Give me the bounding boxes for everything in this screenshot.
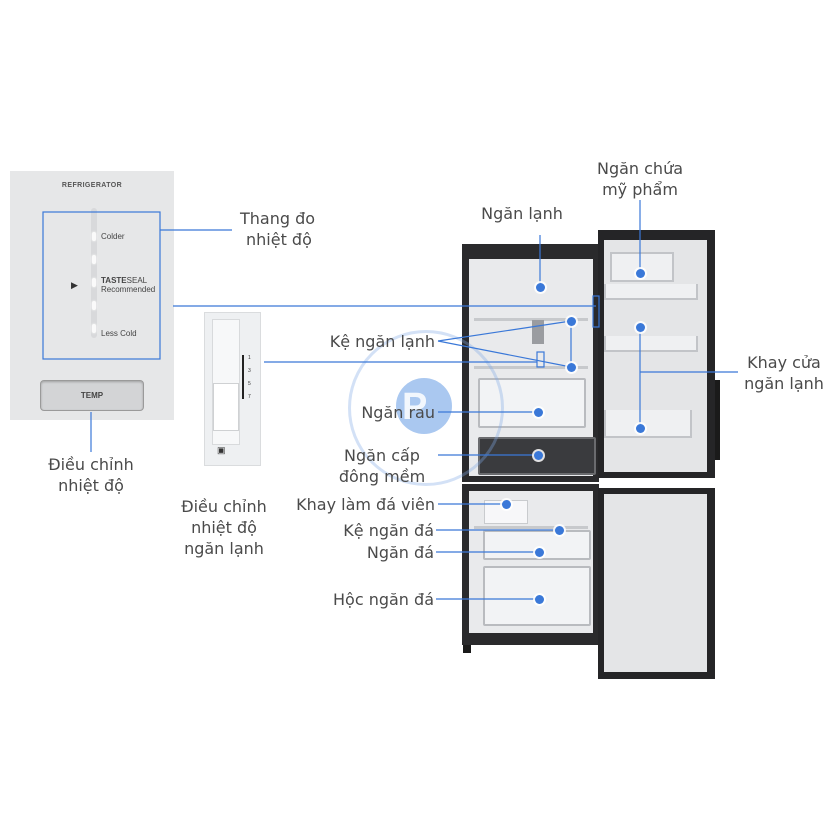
shelf-2 — [474, 366, 588, 369]
label-dcnl-line3: ngăn lạnh — [184, 539, 264, 558]
led-2 — [92, 255, 96, 264]
dot-khay-da — [501, 499, 511, 509]
label-ngan-da: Ngăn đá — [366, 543, 434, 562]
tasteseal-bold: TASTE — [101, 276, 127, 285]
label-ke-ngan-da: Kệ ngăn đá — [343, 521, 434, 540]
label-ngan-lanh: Ngăn lạnh — [481, 204, 563, 223]
scale-highlight-box — [42, 211, 161, 360]
label-thang-do-line1: Thang đo — [240, 209, 316, 228]
dot-khay-cua-lower — [635, 423, 645, 433]
snowflake-icon: ▣ — [217, 445, 226, 455]
label-khay-da: Khay làm đá viên — [296, 495, 435, 514]
triangle-right-icon: ▶ — [71, 280, 78, 290]
tasteseal-rest: SEAL — [126, 276, 148, 285]
freezer-shelf — [474, 526, 588, 529]
line-ke-2 — [437, 340, 572, 368]
door-lower-inner — [604, 494, 707, 672]
dot-ngan-rau — [533, 407, 543, 417]
dial-num-5: 5 — [248, 381, 251, 387]
fridge-dial-box — [536, 351, 545, 368]
label-dcnl-line2: nhiệt độ — [191, 518, 257, 537]
label-ngan-cap: Ngăn cấp đông mềm — [326, 445, 438, 487]
panel-title: REFRIGERATOR — [61, 182, 123, 189]
line-ke-1 — [437, 320, 572, 342]
label-ke-ngan-lanh: Kệ ngăn lạnh — [329, 332, 435, 351]
recommended-label: Recommended — [101, 285, 156, 294]
watermark-letter-icon: P — [402, 386, 428, 428]
label-ngan-cap-line2: đông mềm — [338, 467, 426, 486]
label-dcnl-line1: Điều chỉnh — [181, 497, 267, 516]
dot-ngan-cap — [533, 450, 543, 460]
temp-button[interactable]: TEMP — [40, 380, 144, 411]
door-handle — [715, 380, 720, 460]
watermark-logo-icon — [396, 378, 452, 434]
tasteseal-label: TASTESEAL — [101, 276, 147, 285]
dot-ke-ngan-da — [554, 525, 564, 535]
dial-scale — [242, 355, 244, 399]
led-less-cold — [92, 324, 96, 333]
dial-num-3: 3 — [248, 368, 251, 374]
fridge-panel-box — [592, 295, 600, 328]
temperature-dial: 1 3 5 7 ▣ — [204, 312, 261, 466]
dot-ngan-da — [534, 547, 544, 557]
dot-hoc-ngan-da — [534, 594, 544, 604]
label-ngan-rau: Ngăn rau — [361, 403, 435, 422]
door-tray-1 — [604, 284, 698, 300]
door-tray-3 — [604, 410, 692, 438]
led-4 — [92, 301, 96, 310]
label-thang-do: Thang đo nhiệt độ — [240, 208, 315, 250]
label-ngan-chua: Ngăn chứa mỹ phẩm — [585, 158, 695, 200]
led-colder — [92, 232, 96, 241]
dot-ngan-chua — [635, 268, 645, 278]
label-dieu-chinh-line2: nhiệt độ — [58, 476, 124, 495]
led-strip — [91, 208, 97, 338]
label-dieu-chinh-ngan-lanh: Điều chỉnh nhiệt độ ngăn lạnh — [172, 496, 276, 559]
shelf-1 — [474, 318, 588, 321]
label-hoc-ngan-da: Hộc ngăn đá — [333, 590, 434, 609]
less-cold-label: Less Cold — [101, 329, 137, 338]
label-dieu-chinh-line1: Điều chỉnh — [48, 455, 134, 474]
label-dieu-chinh: Điều chỉnh nhiệt độ — [40, 454, 142, 496]
led-tasteseal — [92, 278, 96, 287]
dot-ngan-lanh — [535, 282, 545, 292]
label-ngan-chua-line2: mỹ phẩm — [602, 180, 678, 199]
dial-num-1: 1 — [248, 355, 251, 361]
dot-ke-upper — [566, 316, 576, 326]
label-thang-do-line2: nhiệt độ — [246, 230, 312, 249]
fridge-foot-left — [463, 645, 471, 653]
watermark-ring — [348, 330, 504, 486]
dot-ke-lower — [566, 362, 576, 372]
label-khay-cua: Khay cửa ngăn lạnh — [736, 352, 832, 394]
label-ngan-chua-line1: Ngăn chứa — [596, 159, 684, 178]
label-khay-cua-line2: ngăn lạnh — [744, 374, 824, 393]
label-ngan-cap-line1: Ngăn cấp — [344, 446, 420, 465]
colder-label: Colder — [101, 232, 125, 241]
dot-khay-cua-upper — [635, 322, 645, 332]
label-khay-cua-line1: Khay cửa — [747, 353, 821, 372]
dial-num-7: 7 — [248, 394, 251, 400]
door-tray-2 — [604, 336, 698, 352]
dial-knob[interactable] — [213, 383, 239, 431]
